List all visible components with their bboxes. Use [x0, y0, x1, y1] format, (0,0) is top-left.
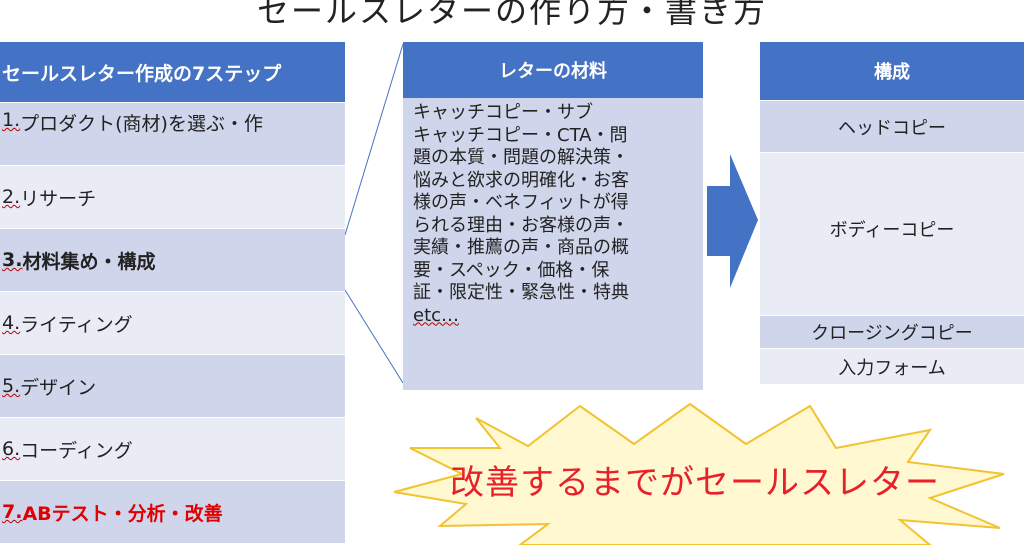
- materials-line: キャッチコピー・CTA・問: [413, 124, 628, 146]
- step-label: リサーチ: [20, 187, 97, 210]
- step-3: 3.材料集め・構成: [0, 228, 345, 291]
- materials-line: 要・スペック・価格・保: [413, 259, 610, 281]
- materials-line: キャッチコピー・サブ: [413, 102, 593, 123]
- step-label: デザイン: [20, 376, 97, 399]
- step-number: 5.: [2, 375, 21, 397]
- connector-line-bottom: [344, 289, 404, 384]
- composition-row-input-form: 入力フォーム: [760, 348, 1024, 384]
- composition-row-head-copy: ヘッドコピー: [760, 100, 1024, 152]
- materials-line: 様の声・ベネフィットが得: [413, 192, 629, 213]
- step-1: 1.プロダクト(商材)を選ぶ・作: [0, 102, 345, 165]
- burst-callout-text: 改善するまでがセールスレター: [450, 463, 940, 503]
- step-label: 材料集め・構成: [22, 250, 156, 273]
- materials-line: 実績・推薦の声・商品の概: [413, 237, 629, 258]
- step-number: 6.: [2, 438, 21, 460]
- step-5: 5.デザイン: [0, 354, 345, 417]
- steps-panel: セールスレター作成の7ステップ 1.プロダクト(商材)を選ぶ・作 2.リサーチ …: [0, 42, 345, 543]
- composition-row-closing-copy: クロージングコピー: [760, 315, 1024, 348]
- step-number: 2.: [2, 186, 21, 208]
- step-label: コーディング: [20, 439, 133, 462]
- materials-line: られる理由・お客様の声・: [413, 214, 629, 236]
- page-title: セールスレターの作り方・書き方: [256, 0, 767, 30]
- step-7: 7.ABテスト・分析・改善: [0, 480, 345, 543]
- step-4: 4.ライティング: [0, 291, 345, 354]
- step-number: 1.: [2, 109, 21, 131]
- step-label: ライティング: [20, 313, 133, 336]
- materials-panel: レターの材料 キャッチコピー・サブ キャッチコピー・CTA・問 題の本質・問題の…: [403, 42, 703, 390]
- steps-header: セールスレター作成の7ステップ: [0, 42, 345, 102]
- materials-line: 題の本質・問題の解決策・: [413, 147, 629, 168]
- step-number: 7.: [2, 501, 23, 523]
- composition-panel: 構成 ヘッドコピー ボディーコピー クロージングコピー 入力フォーム: [760, 42, 1024, 384]
- materials-line: 悩みと欲求の明確化・お客: [413, 169, 629, 191]
- materials-body: キャッチコピー・サブ キャッチコピー・CTA・問 題の本質・問題の解決策・ 悩み…: [403, 98, 703, 390]
- step-number: 3.: [2, 249, 23, 271]
- composition-header: 構成: [760, 42, 1024, 100]
- step-label: プロダクト(商材)を選ぶ・作: [20, 113, 263, 135]
- connector-line-top: [344, 43, 404, 236]
- right-arrow-icon: [707, 154, 758, 288]
- materials-etc: etc…: [413, 304, 460, 326]
- starburst-shape: [393, 402, 1005, 545]
- step-6: 6.コーディング: [0, 417, 345, 480]
- step-label: ABテスト・分析・改善: [22, 502, 223, 525]
- materials-line: 証・限定性・緊急性・特典: [413, 282, 629, 303]
- composition-row-body-copy: ボディーコピー: [760, 152, 1024, 315]
- step-2: 2.リサーチ: [0, 165, 345, 228]
- materials-header: レターの材料: [403, 42, 703, 98]
- step-number: 4.: [2, 312, 21, 334]
